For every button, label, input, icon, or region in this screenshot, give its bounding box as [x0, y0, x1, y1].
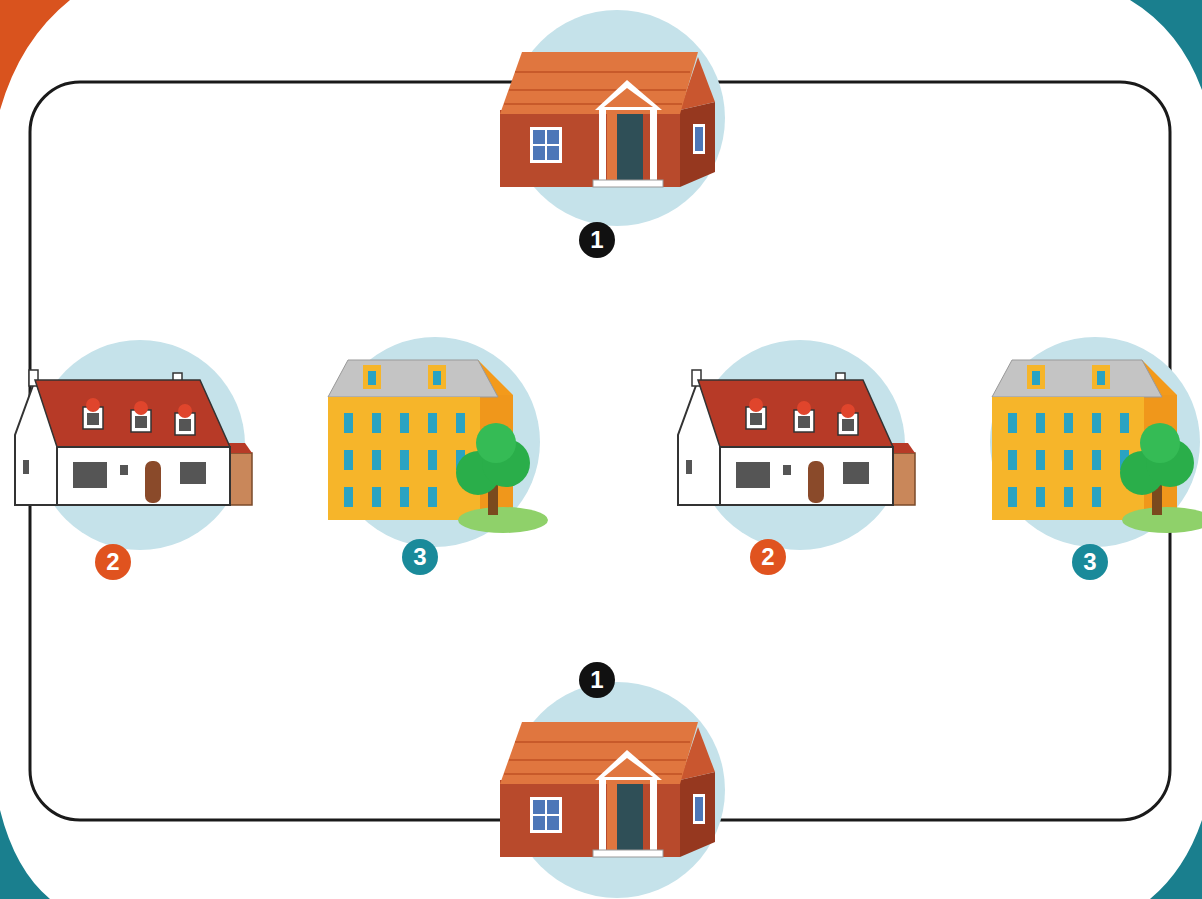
apartment-block — [328, 360, 548, 533]
corner-decoration — [1130, 0, 1202, 90]
callout-number: 3 — [1072, 544, 1108, 580]
callout-number: 1 — [579, 662, 615, 698]
brick-house — [500, 722, 715, 857]
callout-number: 2 — [750, 539, 786, 575]
corner-decoration — [0, 810, 50, 899]
callout-number: 1 — [579, 222, 615, 258]
callout-number: 3 — [402, 539, 438, 575]
corner-decoration — [0, 0, 70, 110]
apartment-block — [992, 360, 1202, 533]
cottage — [15, 370, 252, 505]
callout-number: 2 — [95, 544, 131, 580]
brick-house — [500, 52, 715, 187]
corner-decoration — [1150, 820, 1202, 899]
cottage — [678, 370, 915, 505]
